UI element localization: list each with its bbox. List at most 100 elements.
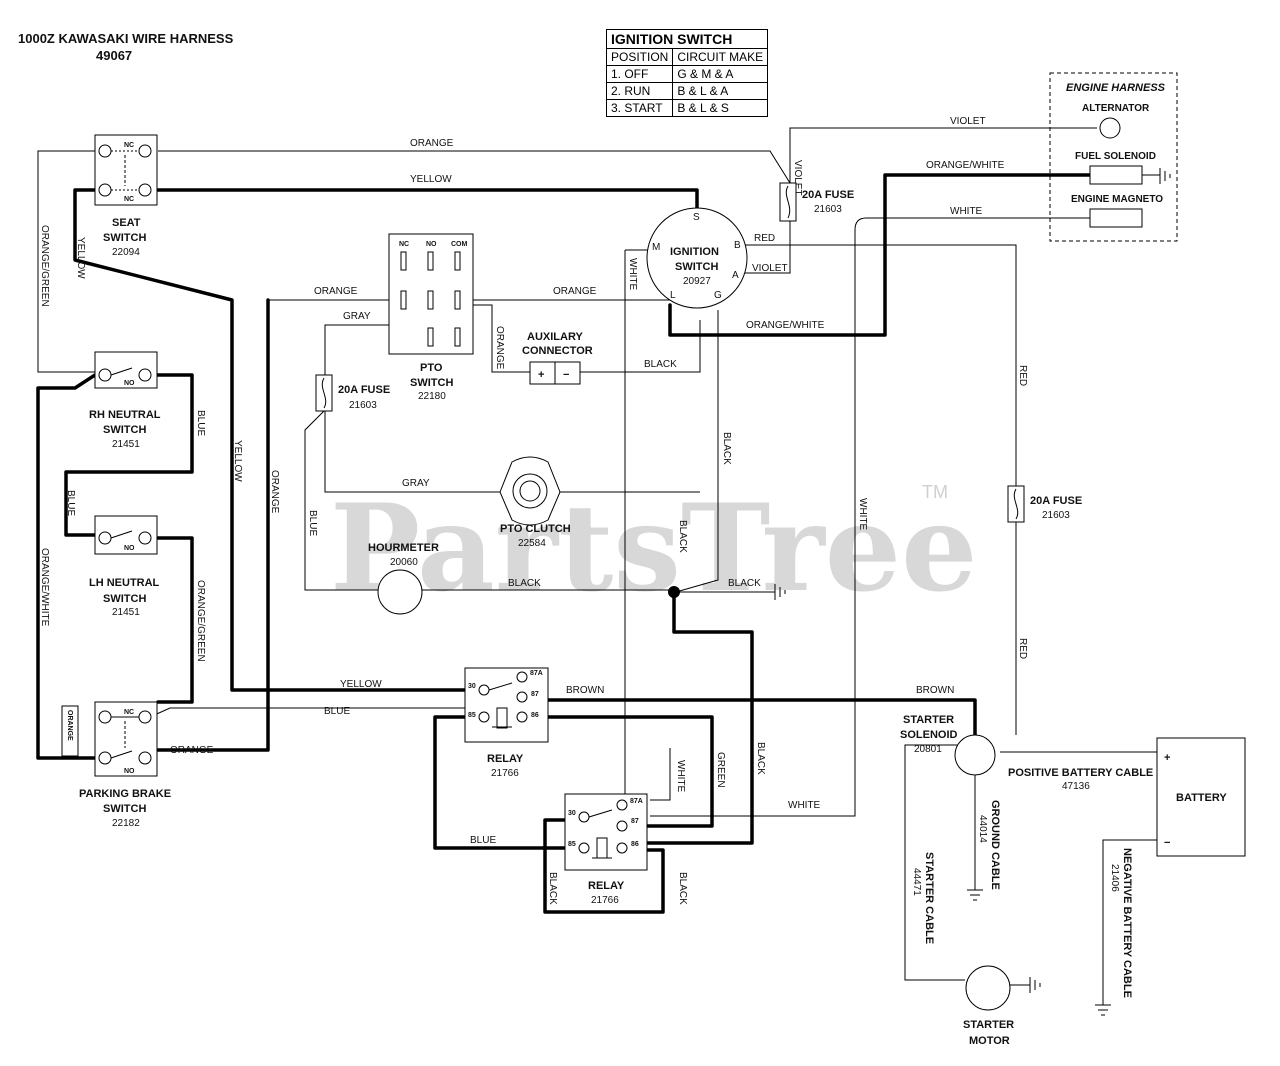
table-row: 1. OFF G & M & A — [605, 65, 769, 83]
thick-wires — [36, 173, 1092, 914]
negative-cable-name: NEGATIVE BATTERY CABLE — [1121, 848, 1133, 998]
label-orange-white-top: ORANGE/WHITE — [926, 160, 1005, 171]
label-black-aux: BLACK — [644, 359, 677, 370]
fuse-right-name: 20A FUSE — [1030, 495, 1082, 507]
parking-brake-name: PARKING BRAKE — [79, 788, 171, 800]
battery: + − BATTERY — [1156, 737, 1246, 857]
fuse-right-part: 21603 — [1042, 510, 1070, 521]
label-orange-pto: ORANGE — [553, 286, 597, 297]
fuel-solenoid-label: FUEL SOLENOID — [1075, 151, 1156, 162]
label-orange-top: ORANGE — [410, 138, 454, 149]
pto-switch-name2: SWITCH — [410, 377, 453, 389]
label-black-relay2-left: BLACK — [547, 872, 558, 905]
fuse-top-part: 21603 — [814, 204, 842, 215]
seat-nc-label-2: NC — [124, 196, 134, 203]
ign-term-m: M — [652, 242, 660, 253]
table-cell: G & M & A — [672, 65, 769, 83]
battery-name: BATTERY — [1176, 792, 1227, 804]
rh-neutral-name: RH NEUTRAL — [89, 409, 161, 421]
label-blue-rh: BLUE — [195, 410, 206, 436]
label-red-upper: RED — [1017, 365, 1028, 386]
alternator-label: ALTERNATOR — [1082, 103, 1150, 114]
aux-plus: + — [538, 369, 544, 381]
label-gray-top: GRAY — [343, 311, 371, 322]
parking-brake-name2: SWITCH — [103, 803, 146, 815]
positive-cable-part: 47136 — [1062, 781, 1090, 792]
solenoid-part: 20801 — [914, 744, 942, 755]
hourmeter: HOURMETER 20060 — [368, 542, 439, 615]
solenoid-name: STARTER — [903, 714, 954, 726]
starter-motor-name2: MOTOR — [969, 1035, 1010, 1047]
pto-switch: NC NO COM PTO SWITCH 22180 — [388, 233, 474, 402]
engine-magneto-label: ENGINE MAGNETO — [1071, 194, 1163, 205]
pto-nc-label: NC — [399, 241, 409, 248]
label-orange-white-mid: ORANGE/WHITE — [746, 320, 825, 331]
relay2-name: RELAY — [588, 880, 625, 892]
battery-minus: − — [1164, 837, 1170, 849]
ign-term-b: B — [734, 240, 741, 251]
pto-clutch-part: 22584 — [518, 538, 546, 549]
seat-switch-name: SEAT — [112, 217, 141, 229]
label-orange-white-left: ORANGE/WHITE — [39, 548, 50, 627]
starter-solenoid: STARTER SOLENOID 20801 — [900, 714, 996, 776]
negative-cable-part: 21406 — [1109, 864, 1120, 892]
label-brown-right: BROWN — [916, 685, 954, 696]
label-black-center: BLACK — [677, 520, 688, 553]
label-white-right: WHITE — [857, 498, 868, 531]
lh-no-label: NO — [124, 545, 135, 552]
lh-neutral-name: LH NEUTRAL — [89, 577, 160, 589]
ign-term-a: A — [732, 270, 739, 281]
relay2-part: 21766 — [591, 895, 619, 906]
label-black-g: BLACK — [721, 432, 732, 465]
battery-plus: + — [1164, 752, 1170, 764]
ign-term-g: G — [714, 290, 722, 301]
label-white-center: WHITE — [627, 258, 638, 291]
aux-name: AUXILARY — [527, 331, 583, 343]
parking-brake-switch: ORANGE NC NO PARKING BRAKE SWITCH 22182 — [61, 701, 171, 829]
seat-switch-part: 22094 — [112, 247, 140, 258]
parking-brake-part: 22182 — [112, 818, 140, 829]
label-orange-green-left: ORANGE/GREEN — [39, 225, 50, 307]
pto-clutch: PTO CLUTCH 22584 — [499, 456, 571, 549]
relay1-p85: 85 — [468, 712, 476, 719]
label-orange-left: ORANGE — [314, 286, 358, 297]
label-blue-relay: BLUE — [324, 706, 350, 717]
label-yellow-relay: YELLOW — [340, 679, 382, 690]
relay2-p85: 85 — [568, 841, 576, 848]
ground-cable-part: 44014 — [977, 815, 988, 843]
label-blue-relay2: BLUE — [470, 835, 496, 846]
label-orange-vert: ORANGE — [269, 470, 280, 514]
hourmeter-part: 20060 — [390, 557, 418, 568]
diagram-part-number: 49067 — [96, 48, 132, 63]
label-orange-green-lh: ORANGE/GREEN — [195, 580, 206, 662]
label-orange-aux: ORANGE — [494, 326, 505, 370]
label-white-bottom: WHITE — [788, 800, 821, 811]
table-cell: 3. START — [605, 99, 674, 117]
seat-nc-label: NC — [124, 142, 134, 149]
relay1-p87a: 87A — [530, 670, 543, 677]
watermark: PartsTree — [330, 478, 977, 619]
label-black-hour: BLACK — [508, 578, 541, 589]
label-white-relay: WHITE — [675, 760, 686, 793]
ground-cable-name: GROUND CABLE — [989, 800, 1001, 890]
table-cell: B & L & A — [672, 82, 769, 100]
label-yellow-vert: YELLOW — [232, 440, 243, 482]
rh-neutral-switch: NO RH NEUTRAL SWITCH 21451 — [89, 351, 161, 450]
aux-connector: + − AUXILARY CONNECTOR — [522, 331, 593, 385]
ignition-part: 20927 — [683, 276, 711, 287]
label-violet-mid: VIOLET — [752, 263, 788, 274]
relay2-p86: 86 — [631, 841, 639, 848]
ign-term-s: S — [693, 212, 700, 223]
table-row: 2. RUN B & L & A — [605, 82, 769, 100]
label-red-top: RED — [754, 233, 775, 244]
relay2-p87: 87 — [631, 818, 639, 825]
solenoid-name2: SOLENOID — [900, 729, 958, 741]
ground-junction — [668, 586, 680, 598]
label-brown-left: BROWN — [566, 685, 604, 696]
ign-term-l: L — [670, 290, 676, 301]
table-row: 3. START B & L & S — [605, 99, 769, 117]
starter-motor-name: STARTER — [963, 1019, 1014, 1031]
fuse-pto: 20A FUSE 21603 — [315, 374, 390, 412]
pto-switch-name: PTO — [420, 362, 443, 374]
ignition-switch: IGNITION SWITCH 20927 S M B A L G — [646, 207, 748, 309]
